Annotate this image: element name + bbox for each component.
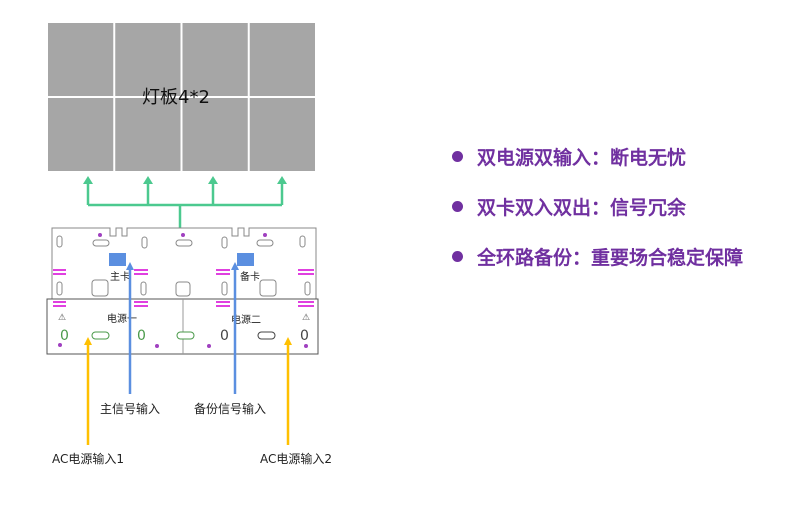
ac-input-2-label: AC电源输入2	[260, 451, 332, 466]
ac-input-1-label: AC电源输入1	[52, 451, 124, 466]
panel-tile	[249, 23, 315, 96]
panel-tile	[115, 98, 181, 171]
main-card-block	[109, 253, 126, 266]
feature-text: 双电源双输入：断电无忧	[477, 147, 687, 169]
panel-tile	[182, 23, 248, 96]
bullet-dot-icon	[452, 201, 463, 212]
controller-box	[46, 227, 319, 355]
arrow-heads-green	[83, 176, 287, 184]
panel-tile	[48, 98, 114, 171]
feature-list: 双电源双输入：断电无忧 双卡双入双出：信号冗余 全环路备份：重要场合稳定保障	[452, 143, 743, 293]
blue-signal-arrows	[126, 262, 239, 394]
main-signal-input-label: 主信号输入	[100, 401, 160, 416]
power2-label: 电源二	[231, 313, 261, 326]
warning-icon: ⚠	[58, 313, 66, 323]
light-panel-grid: 灯板4*2	[47, 22, 316, 172]
yellow-power-arrows	[84, 337, 292, 445]
panel-tile	[115, 23, 181, 96]
bullet-dot-icon	[452, 151, 463, 162]
feature-item: 全环路备份：重要场合稳定保障	[452, 243, 743, 270]
feature-text: 全环路备份：重要场合稳定保障	[477, 247, 744, 269]
panel-label: 灯板4*2	[142, 87, 210, 108]
backup-signal-input-label: 备份信号输入	[194, 401, 266, 416]
zero-mark: 0	[137, 328, 146, 344]
screw-dots	[58, 233, 308, 348]
panel-tile	[48, 23, 114, 96]
magenta-markers	[53, 269, 314, 307]
power1-label: 电源一	[107, 312, 137, 325]
main-card-label: 主卡	[110, 270, 130, 283]
green-signal-arrows	[86, 182, 284, 228]
feature-item: 双电源双输入：断电无忧	[452, 143, 743, 170]
zero-mark: 0	[300, 328, 309, 344]
zero-mark: 0	[60, 328, 69, 344]
backup-card-label: 备卡	[240, 270, 260, 283]
backup-card-block	[237, 253, 254, 266]
zero-mark: 0	[220, 328, 229, 344]
bullet-dot-icon	[452, 251, 463, 262]
panel-tile	[182, 98, 248, 171]
warning-icon: ⚠	[302, 313, 310, 323]
feature-text: 双卡双入双出：信号冗余	[477, 197, 687, 219]
feature-item: 双卡双入双出：信号冗余	[452, 193, 743, 220]
panel-tile	[249, 98, 315, 171]
